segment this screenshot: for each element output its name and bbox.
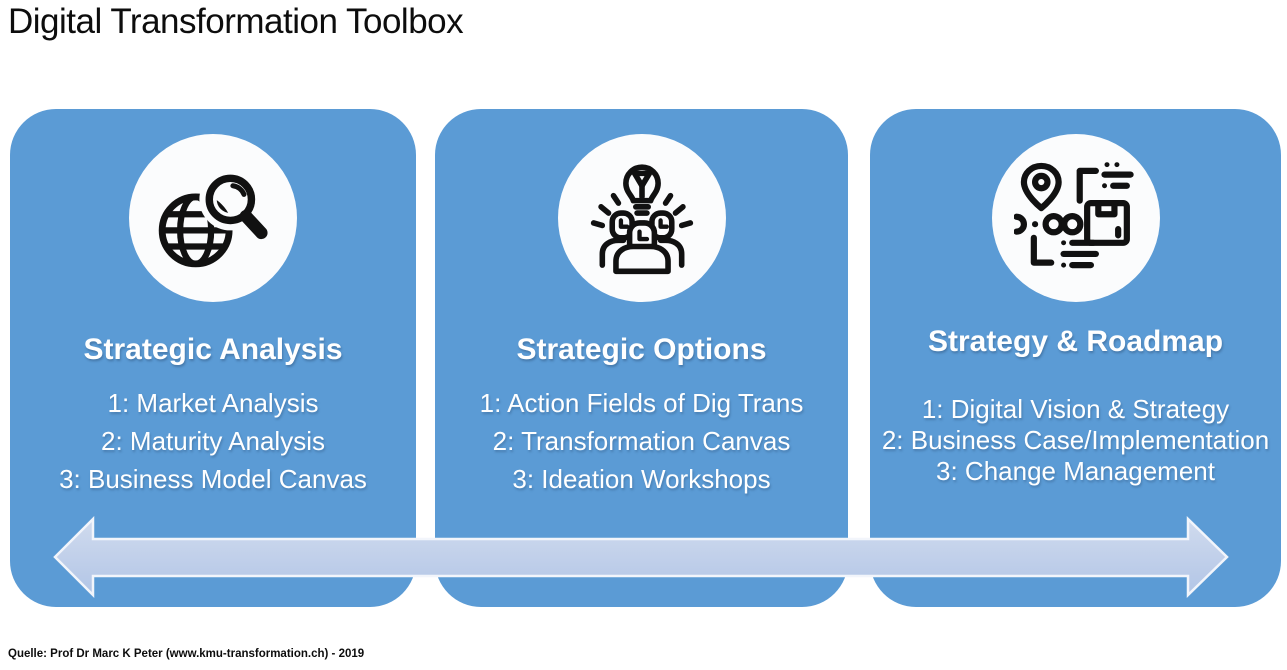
page-title: Digital Transformation Toolbox xyxy=(8,2,464,41)
card-item: 1: Digital Vision & Strategy xyxy=(921,394,1230,424)
card-item: 2: Transformation Canvas xyxy=(492,426,791,456)
card-item: 2: Business Case/Implementation xyxy=(881,425,1270,455)
globe-magnifier-icon xyxy=(129,134,297,302)
card-item-list: 1: Market Analysis 2: Maturity Analysis … xyxy=(10,384,416,498)
source-credit: Quelle: Prof Dr Marc K Peter (www.kmu-tr… xyxy=(8,648,365,660)
card-title: Strategic Analysis xyxy=(83,333,343,366)
card-item: 3: Ideation Workshops xyxy=(512,464,771,494)
card-item: 1: Action Fields of Dig Trans xyxy=(479,388,804,418)
card-item: 2: Maturity Analysis xyxy=(101,426,325,456)
card-strategic-analysis: Strategic Analysis 1: Market Analysis 2:… xyxy=(10,109,416,607)
card-strategy-roadmap: Strategy & Roadmap 1: Digital Vision & S… xyxy=(870,109,1281,607)
roadmap-icon xyxy=(991,134,1160,302)
card-title: Strategy & Roadmap xyxy=(927,325,1224,358)
card-strategic-options: Strategic Options 1: Action Fields of Di… xyxy=(435,109,848,607)
card-item-list: 1: Action Fields of Dig Trans 2: Transfo… xyxy=(435,384,848,498)
card-item: 3: Change Management xyxy=(936,456,1215,486)
card-title: Strategic Options xyxy=(516,333,767,366)
card-item-list: 1: Digital Vision & Strategy 2: Business… xyxy=(870,394,1281,487)
idea-team-icon xyxy=(557,134,726,302)
card-item: 3: Business Model Canvas xyxy=(59,464,367,494)
card-item: 1: Market Analysis xyxy=(107,388,319,418)
